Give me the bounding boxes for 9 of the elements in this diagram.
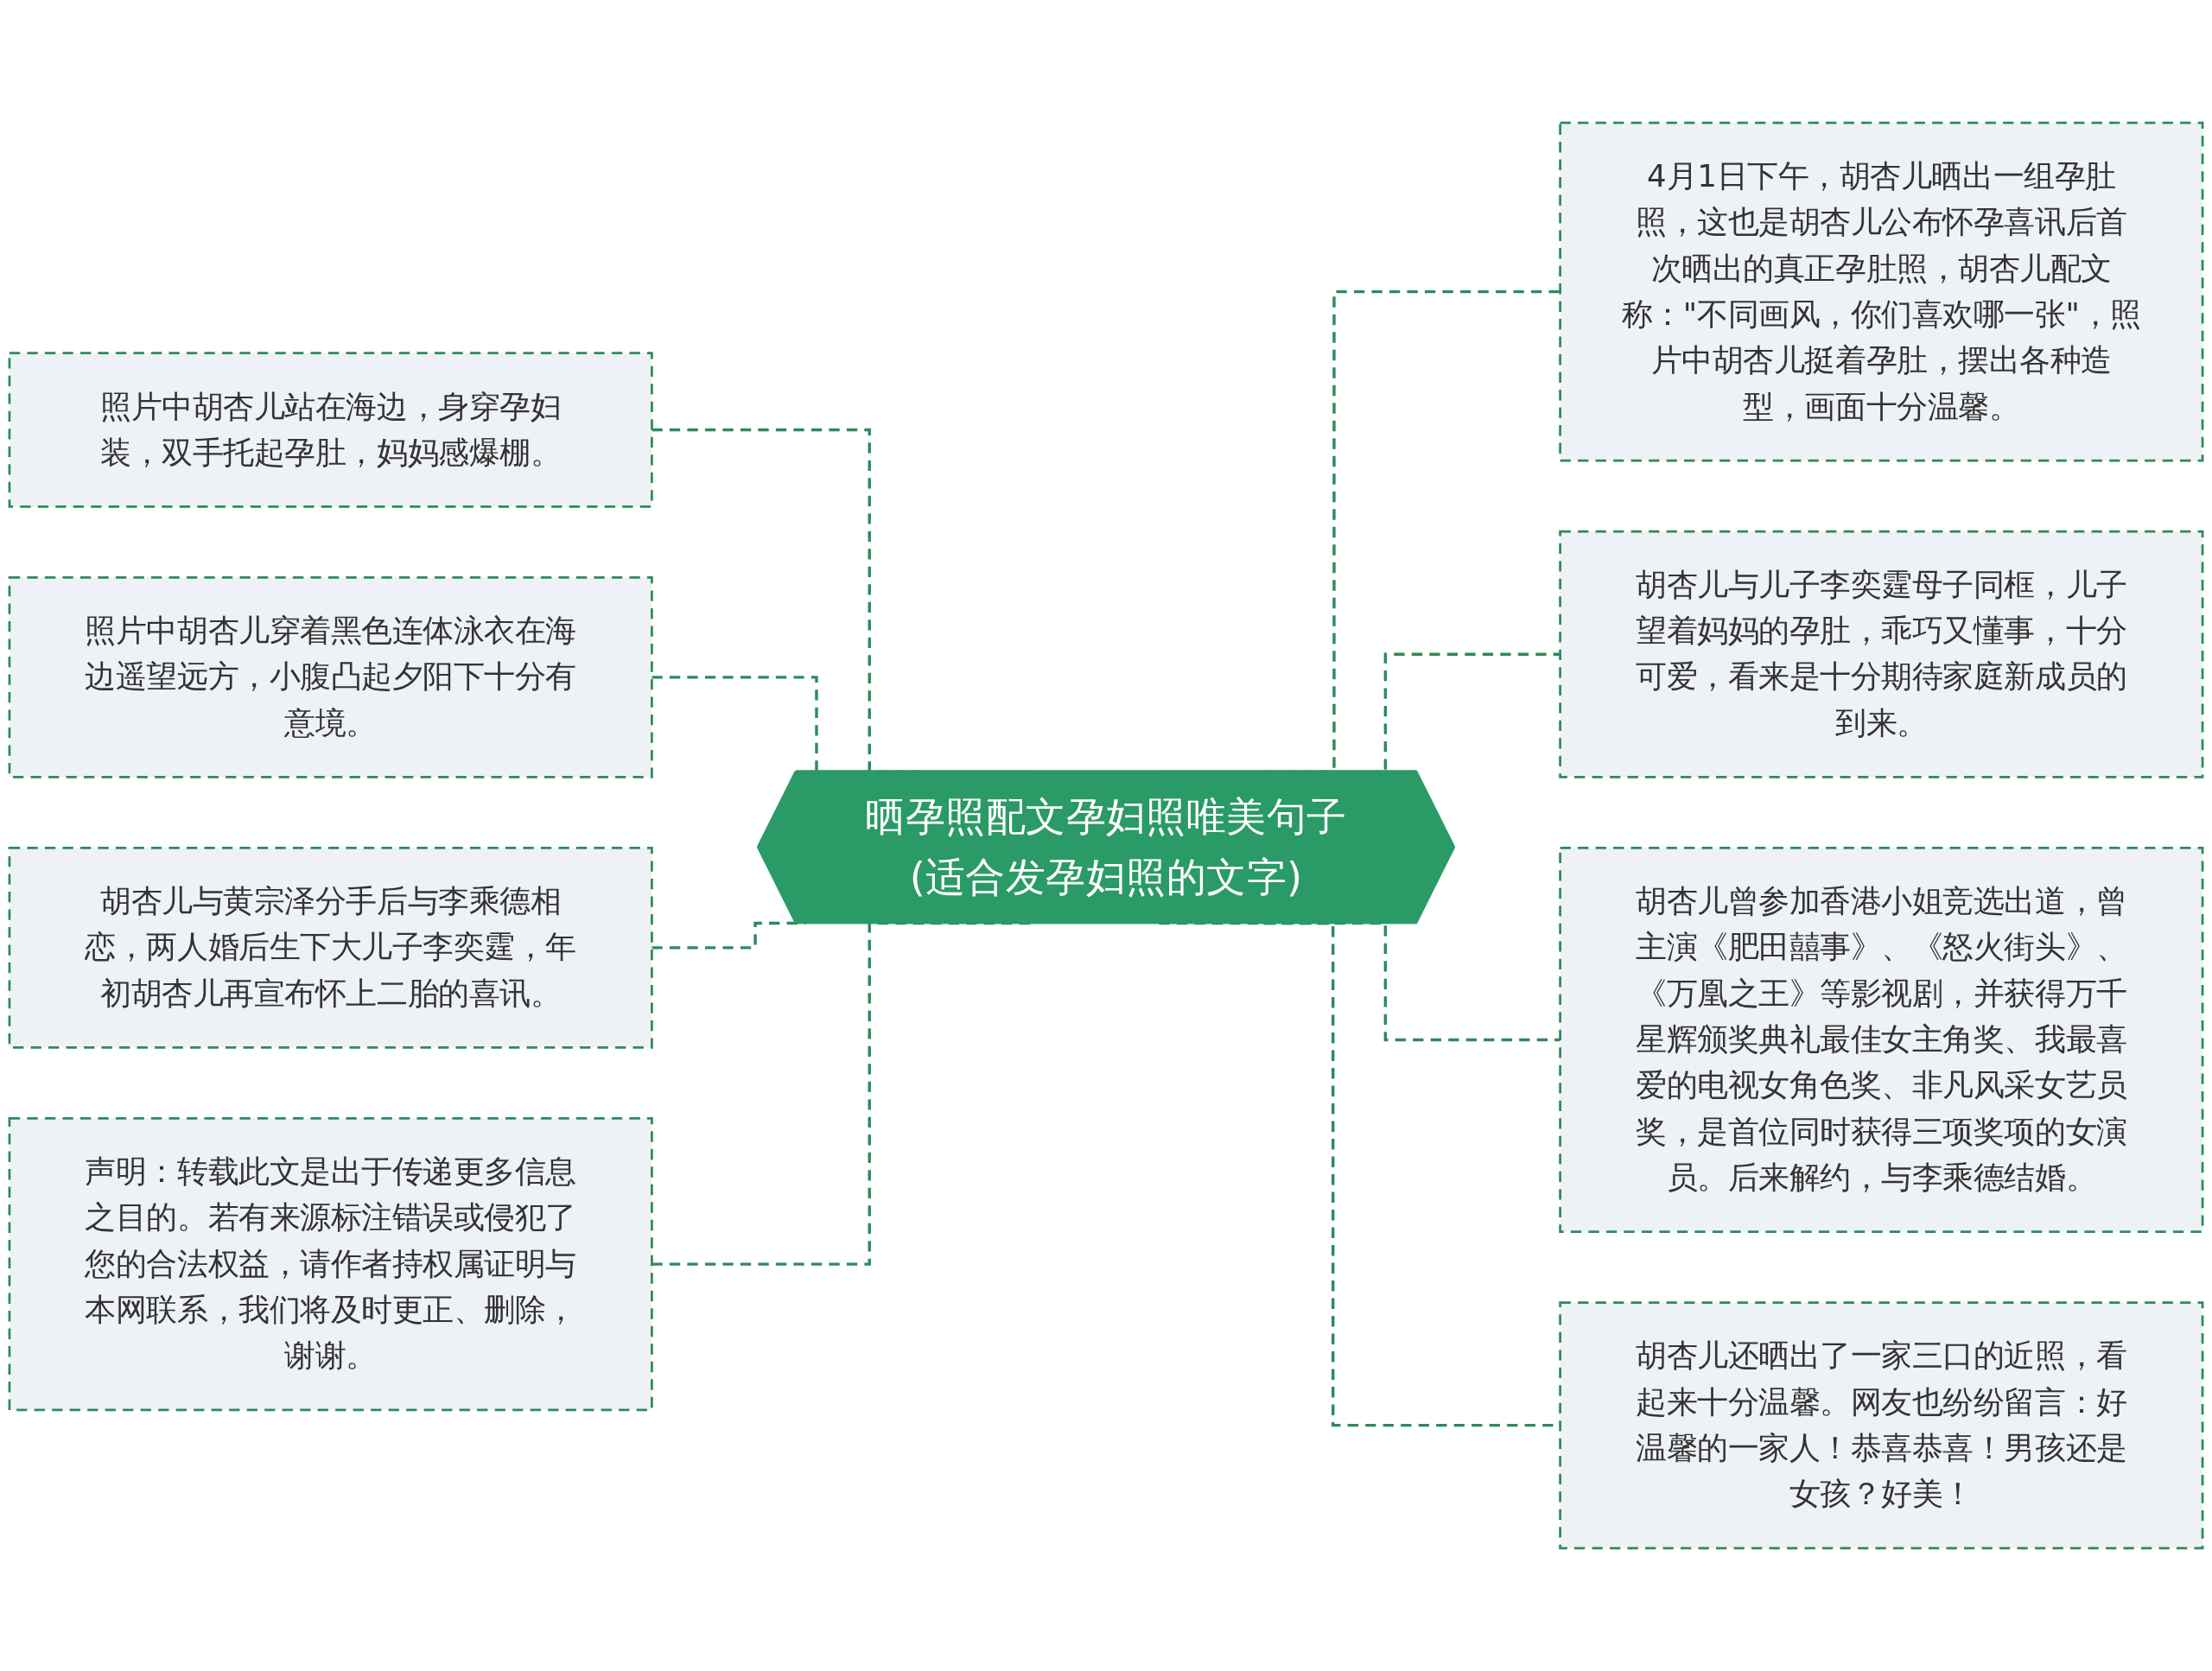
node-box: 胡杏儿还晒出了一家三口的近照，看起来十分温馨。网友也纷纷留言：好温馨的一家人！恭喜恭喜！男孩还是女孩？好美！ [1559,1301,2204,1550]
node-box: 胡杏儿与儿子李奕霆母子同框，儿子望着妈妈的孕肚，乖巧又懂事，十分可爱，看来是十分期待家庭新成员的到来。 [1559,530,2204,778]
connector [652,921,806,950]
node-box: 照片中胡杏儿站在海边，身穿孕妇装，双手托起孕肚，妈妈感爆棚。 [8,352,653,508]
node-box: 4月1日下午，胡杏儿晒出一组孕肚照，这也是胡杏儿公布怀孕喜讯后首次晒出的真正孕肚照，胡杏儿配文称："不同画风，你们喜欢哪一张"，照片中胡杏儿挺着孕肚，摆出各种造型，画面十分温馨。 [1559,121,2204,462]
node-box: 声明：转载此文是出于传递更多信息之目的。若有来源标注错误或侵犯了您的合法权益，请作者持权属证明与本网联系，我们将及时更正、删除，谢谢。 [8,1116,653,1412]
node-box: 胡杏儿与黄宗泽分手后与李乘德相恋，两人婚后生下大儿子李奕霆，年初胡杏儿再宣布怀上二胎的喜讯。 [8,847,653,1049]
node-box: 胡杏儿曾参加香港小姐竞选出道，曾主演《肥田囍事》、《怒火街头》、《万凰之王》等影视剧，并获得万千星辉颁奖典礼最佳女主角奖、我最喜爱的电视女角色奖、非凡风采女艺员奖，是首位同时获得三项奖项的女演员。后来解约，与李乘德结婚。 [1559,847,2204,1233]
node-box: 照片中胡杏儿穿着黑色连体泳衣在海边遥望远方，小腹凸起夕阳下十分有意境。 [8,576,653,778]
